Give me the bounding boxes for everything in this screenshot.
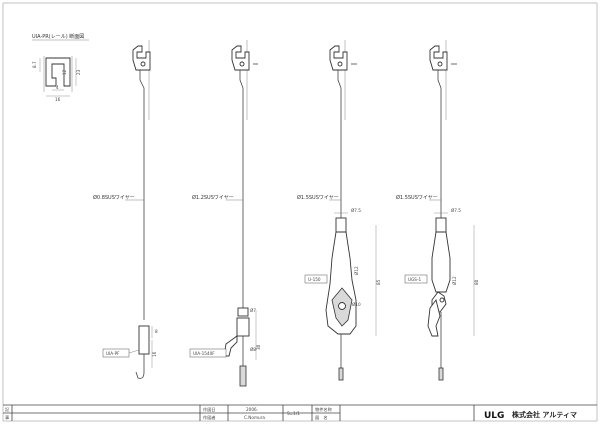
dim-a3-85: 85 [376,279,381,285]
rail-dim-4: 4 [56,85,59,90]
part-label-a4: UGS-1 [408,277,421,282]
company-logo: ULG [484,411,504,421]
assembly-ugs-1: Ø1.5SUSワイヤー Ø7.5 80 Ø12 UGS-1 [396,40,479,381]
row1-value: 2006. [246,407,258,412]
drawing-label: 図 名 [315,414,328,421]
dim-a2-d8: Ø8 [250,347,256,352]
rail-section-group: UIA-PR(レール) 断面図 8.7 23 12 4 16 [32,33,89,102]
dim-a3-d7-5: Ø7.5 [351,208,361,213]
dim-a4-80: 80 [474,279,479,285]
rail-dim-2: 23 [76,69,81,75]
assembly-uia-1540f: Ø1.2SUSワイヤー Ø7 30 Ø8 UIA-1540F [189,40,261,387]
company-name: 株式会社 アルティマ [512,410,577,419]
scale-label: S=1/1 [287,411,300,416]
rail-dim-1: 8.7 [32,61,37,68]
name-label: 物件名称 [315,406,332,413]
row1-label: 作図日 [203,406,216,413]
row2-label: 作図者 [203,414,216,421]
wire-label-a3: Ø1.5SUSワイヤー [297,194,339,201]
title-block: 記 事 作図日 2006. 作図者 C.Nomura S=1/1 物件名称 図 … [3,404,597,421]
assembly-u-150: Ø1.5SUSワイヤー Ø7.5 85 Ø12 Ø10 U-150 [297,40,381,381]
wire-label-a2: Ø1.2SUSワイヤー [192,194,234,201]
title-left-label-2: 事 [5,414,9,421]
dim-a4-d12: Ø12 [452,276,457,285]
dim-a3-d12: Ø12 [354,266,359,275]
title-left-label-1: 記 [5,406,10,413]
assembly-uia-pf: Ø0.8SUSワイヤー 8 16 UIA-PF [93,40,158,379]
rail-dim-5: 16 [55,97,61,102]
dim-a3-d10: Ø10 [352,302,361,307]
part-label-a3: U-150 [308,277,321,282]
dim-a2-d7: Ø7 [250,308,256,313]
rail-section-label: UIA-PR(レール) 断面図 [32,33,84,40]
part-label-a1: UIA-PF [106,351,120,356]
wire-label-a1: Ø0.8SUSワイヤー [93,194,135,201]
dim-a1-16: 16 [152,351,157,357]
dim-a2-30: 30 [256,344,261,350]
wire-label-a4: Ø1.5SUSワイヤー [396,194,438,201]
dim-a4-d7-5: Ø7.5 [451,208,461,213]
part-label-a2: UIA-1540F [193,351,215,356]
row2-value: C.Nomura [244,415,265,420]
dim-a1-8: 8 [155,329,158,334]
rail-dim-3: 12 [62,69,67,75]
